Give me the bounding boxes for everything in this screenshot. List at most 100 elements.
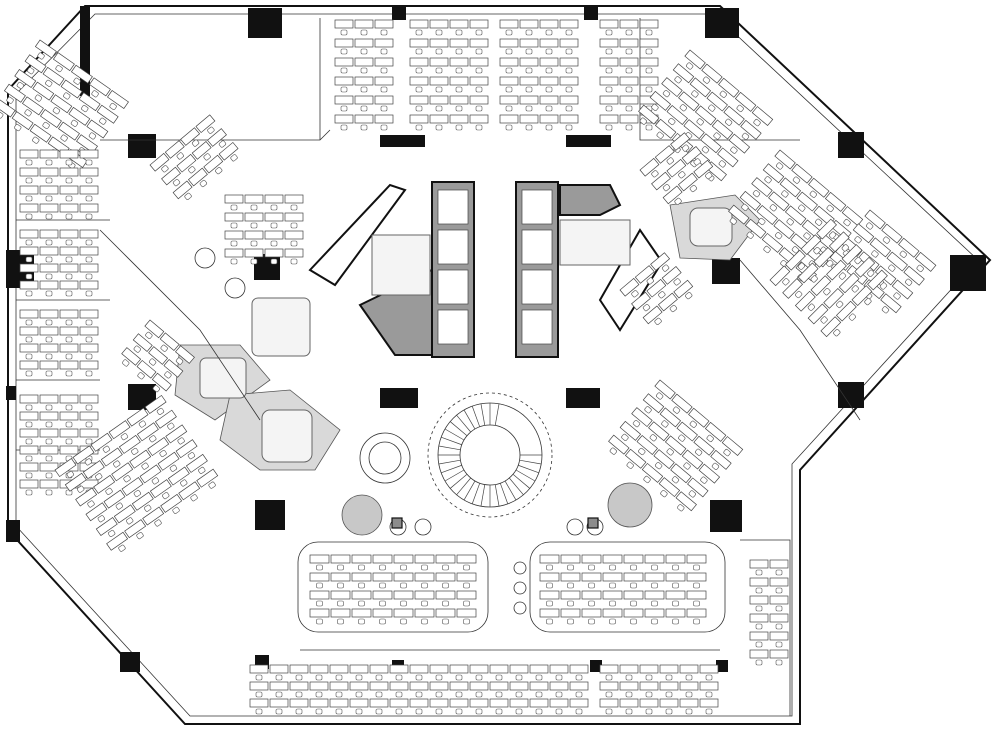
desk (749, 577, 769, 587)
desk (672, 63, 695, 84)
chair (55, 65, 63, 73)
desk (124, 519, 147, 539)
chair (609, 600, 616, 607)
chair (164, 371, 172, 379)
desk (456, 554, 477, 564)
chair (686, 62, 694, 70)
stair-step (444, 469, 465, 482)
desk (24, 54, 47, 74)
desk (72, 445, 95, 465)
chair (379, 600, 386, 607)
chair (355, 691, 363, 698)
desk (369, 681, 389, 691)
desk (372, 554, 393, 564)
chair (854, 256, 862, 265)
desk (180, 127, 201, 146)
desk (810, 275, 832, 297)
stair-step (449, 474, 468, 489)
chair (807, 303, 815, 311)
desk (59, 185, 79, 195)
chair (525, 67, 533, 74)
chair (415, 708, 423, 715)
stair-step (515, 469, 536, 482)
chair (360, 105, 368, 112)
chair (626, 461, 634, 469)
chair (475, 691, 483, 698)
desk (264, 212, 284, 222)
chair (605, 67, 613, 74)
chair (358, 582, 365, 589)
desk (644, 554, 665, 564)
desk (769, 265, 791, 287)
chair (99, 117, 107, 125)
structural-columns (6, 6, 986, 672)
chair (45, 256, 53, 263)
chair (45, 159, 53, 166)
desk (762, 163, 785, 184)
chair (678, 434, 686, 442)
chair (73, 77, 81, 85)
chair (85, 319, 93, 326)
desk (372, 572, 393, 582)
desk (728, 204, 750, 225)
chair (95, 473, 103, 481)
desk (19, 360, 39, 370)
desk (602, 554, 623, 564)
chair (535, 708, 543, 715)
desk (549, 698, 569, 708)
desk (39, 229, 59, 239)
desk (599, 698, 619, 708)
desk (82, 460, 105, 480)
chair (631, 290, 639, 298)
desk (769, 595, 789, 605)
desk (264, 230, 284, 240)
desk (79, 411, 99, 421)
desk (559, 19, 579, 29)
desk (469, 38, 489, 48)
desk (136, 359, 157, 379)
desk (79, 263, 99, 273)
desk (509, 681, 529, 691)
desk (142, 506, 165, 526)
desk (651, 171, 671, 191)
chair (270, 258, 278, 265)
chair (555, 674, 563, 681)
chair (37, 52, 45, 60)
chair (290, 240, 298, 247)
chair (415, 29, 423, 36)
chair (555, 691, 563, 698)
desk (106, 531, 129, 551)
inner-workstations (121, 319, 195, 393)
desk (659, 681, 679, 691)
desk (19, 280, 39, 290)
chair (122, 359, 130, 367)
chair (65, 370, 73, 377)
desk (39, 445, 59, 455)
desk (666, 158, 687, 178)
desk (93, 474, 116, 494)
chair (642, 304, 651, 312)
chair (316, 600, 323, 607)
chair (380, 124, 388, 131)
chair (65, 319, 73, 326)
desk (103, 489, 126, 509)
desk (704, 421, 727, 442)
chair (848, 313, 856, 321)
desk (581, 572, 602, 582)
chair (803, 232, 811, 240)
desk (456, 590, 477, 600)
desk (372, 590, 393, 600)
chair (85, 159, 93, 166)
desk (59, 343, 79, 353)
desk (374, 76, 394, 86)
desk (599, 664, 619, 674)
chair (14, 124, 22, 132)
desk (623, 590, 644, 600)
chair (775, 623, 783, 630)
chair (270, 222, 278, 229)
desk (178, 481, 201, 501)
desk (581, 554, 602, 564)
chair (151, 477, 160, 485)
chair (645, 29, 653, 36)
